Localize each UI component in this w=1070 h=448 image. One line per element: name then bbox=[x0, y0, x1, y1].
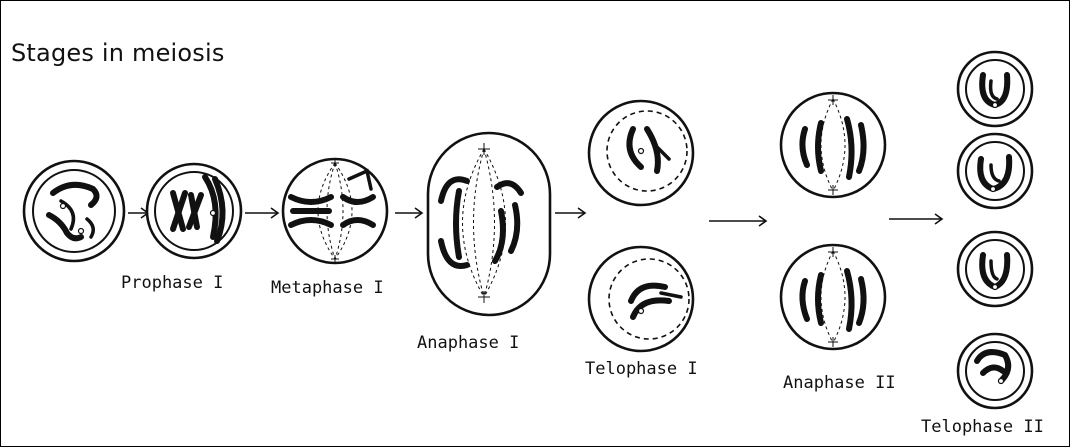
stage-label-anaphase-ii: Anaphase II bbox=[783, 373, 896, 393]
telophase-i-cell-bottom bbox=[589, 247, 693, 351]
arrow-3 bbox=[395, 208, 422, 218]
telophase-ii-cell-4 bbox=[958, 334, 1032, 408]
stage-label-telophase-i: Telophase I bbox=[585, 359, 698, 379]
anaphase-ii-cell-bottom bbox=[781, 245, 885, 349]
arrow-4 bbox=[555, 208, 585, 218]
early-cell bbox=[24, 161, 124, 261]
arrow-2 bbox=[245, 208, 278, 218]
stage-label-anaphase-i: Anaphase I bbox=[417, 333, 519, 353]
stage-label-prophase-i: Prophase I bbox=[121, 273, 223, 293]
telophase-ii-cell-1 bbox=[958, 52, 1032, 126]
telophase-ii-cell-2 bbox=[958, 134, 1032, 208]
arrow-5 bbox=[709, 216, 766, 226]
metaphase-i-cell bbox=[283, 159, 387, 263]
telophase-i-cell-top bbox=[589, 101, 693, 205]
anaphase-ii-cell-top bbox=[781, 93, 885, 197]
anaphase-i-cell bbox=[428, 133, 550, 315]
arrow-6 bbox=[889, 214, 942, 224]
prophase-i-cell bbox=[147, 164, 241, 258]
arrow-1 bbox=[128, 208, 148, 218]
telophase-ii-cell-3 bbox=[958, 232, 1032, 306]
stage-label-metaphase-i: Metaphase I bbox=[271, 278, 384, 298]
stage-label-telophase-ii: Telophase II bbox=[921, 417, 1044, 437]
